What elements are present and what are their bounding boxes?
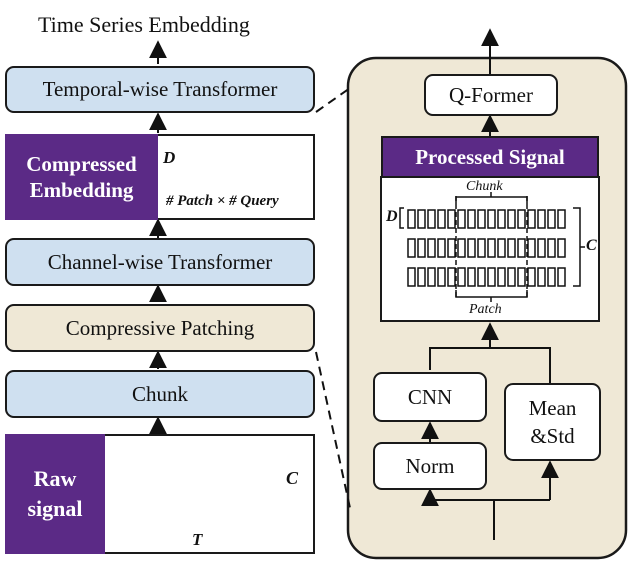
patch-cell	[467, 267, 476, 287]
patch-cell	[407, 238, 416, 258]
patch-cell	[467, 209, 476, 229]
patch-cell	[487, 209, 496, 229]
patch-cell	[517, 267, 526, 287]
patch-cell	[457, 209, 466, 229]
patch-cell	[457, 267, 466, 287]
signal-channel-label: C	[286, 468, 299, 488]
q-former-box: Q-Former	[424, 74, 558, 116]
processed-signal-header: Processed Signal	[381, 136, 599, 178]
output-label: Time Series Embedding	[38, 12, 250, 37]
patch-cell	[507, 209, 516, 229]
patch-cell	[477, 209, 486, 229]
patch-cell	[457, 238, 466, 258]
channel-transformer-box: Channel-wise Transformer	[5, 238, 315, 286]
patch-cell	[497, 267, 506, 287]
patch-cell	[407, 267, 416, 287]
dim-annotation: D	[386, 208, 398, 225]
patch-cell	[537, 267, 546, 287]
channel-annotation: C	[586, 237, 597, 254]
chunk-box: Chunk	[5, 370, 315, 418]
patch-cell	[547, 238, 556, 258]
patch-cell	[547, 267, 556, 287]
patch-cell	[557, 209, 566, 229]
patch-cell	[527, 267, 536, 287]
patch-cell	[417, 267, 426, 287]
patch-grid	[407, 209, 566, 287]
patch-cell	[427, 267, 436, 287]
compressed-embedding-label: Compressed Embedding	[5, 134, 158, 220]
patch-cell	[477, 267, 486, 287]
merge-line	[429, 347, 551, 383]
patch-cell	[407, 209, 416, 229]
patch-cell	[507, 267, 516, 287]
patch-cell	[447, 238, 456, 258]
temporal-transformer-box: Temporal-wise Transformer	[5, 66, 315, 113]
patch-cell	[507, 238, 516, 258]
processed-signal-frame	[380, 176, 600, 322]
patch-cell	[427, 238, 436, 258]
patch-cell	[477, 238, 486, 258]
patch-cell	[557, 238, 566, 258]
patch-cell	[447, 209, 456, 229]
embedding-dim-label: D	[163, 148, 176, 167]
patch-cell	[417, 238, 426, 258]
chunk-annotation: Chunk	[466, 179, 503, 194]
patch-cell	[537, 209, 546, 229]
patch-cell	[537, 238, 546, 258]
patch-cell	[517, 209, 526, 229]
cnn-box: CNN	[373, 372, 487, 422]
embedding-axis-label: # Patch × # Query	[166, 193, 279, 209]
raw-signal-label: Raw signal	[5, 434, 105, 554]
zoom-connector-top	[315, 87, 351, 113]
patch-cell	[487, 238, 496, 258]
patch-cell	[437, 209, 446, 229]
patch-cell	[437, 238, 446, 258]
patch-cell	[437, 267, 446, 287]
mean-std-box: Mean &Std	[504, 383, 601, 461]
patch-cell	[527, 209, 536, 229]
patch-cell	[487, 267, 496, 287]
compressive-patching-box: Compressive Patching	[5, 304, 315, 352]
signal-time-label: T	[192, 530, 203, 549]
processed-signal-annotations	[399, 192, 585, 302]
patch-cell	[527, 238, 536, 258]
patch-cell	[547, 209, 556, 229]
patch-annotation: Patch	[469, 302, 502, 317]
patch-cell	[427, 209, 436, 229]
patch-cell	[467, 238, 476, 258]
patch-cell	[497, 238, 506, 258]
patch-cell	[447, 267, 456, 287]
patch-cell	[497, 209, 506, 229]
patch-cell	[517, 238, 526, 258]
patch-cell	[417, 209, 426, 229]
patch-cell	[557, 267, 566, 287]
zoom-connector-bottom	[315, 351, 351, 509]
norm-box: Norm	[373, 442, 487, 490]
